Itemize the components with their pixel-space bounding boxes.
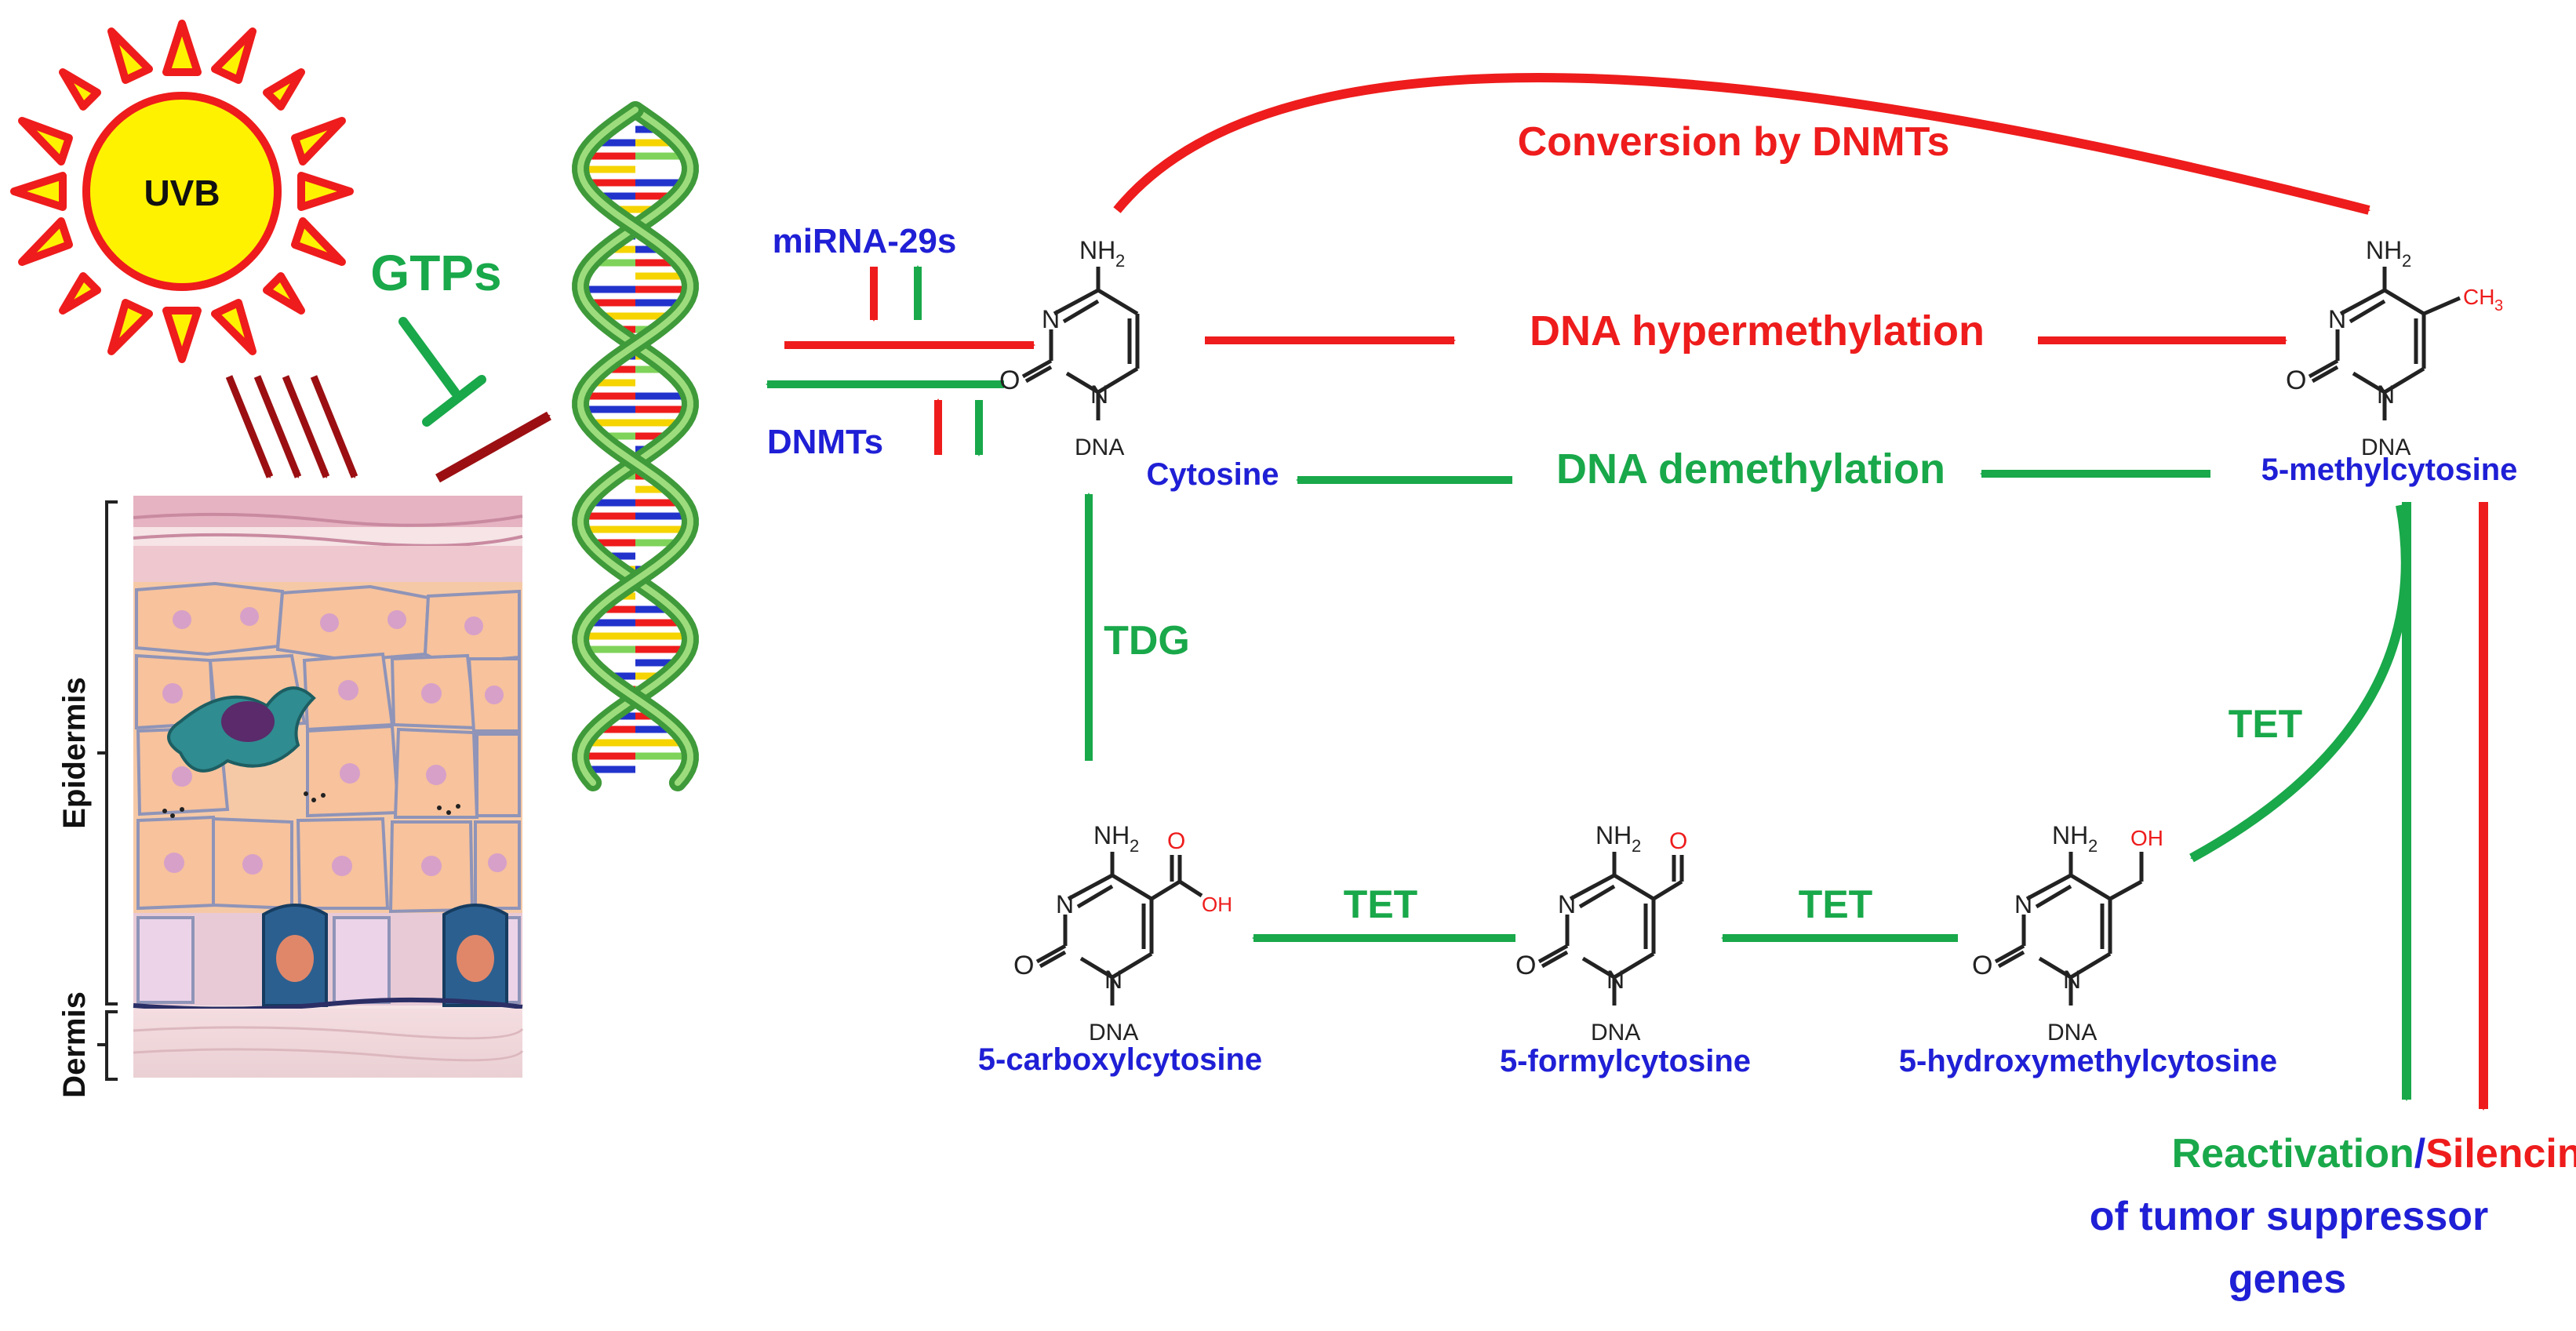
svg-text:N: N [2328, 305, 2346, 333]
svg-text:O: O [1013, 951, 1034, 980]
svg-text:O: O [999, 365, 1020, 395]
dna-backbone-strand [577, 107, 693, 786]
tet-label-right: TET [2229, 702, 2302, 746]
svg-text:DNA: DNA [2047, 1020, 2097, 1046]
svg-text:3: 3 [2494, 297, 2503, 315]
reactivation-label: Reactivation [2172, 1131, 2414, 1176]
outcome-line-1: Reactivation/Silencing [2172, 1131, 2576, 1176]
conversion-label: Conversion by DNMTs [1518, 119, 1950, 165]
carboxylcytosine-label: 5-carboxylcytosine [978, 1042, 1262, 1077]
outcome-slash: / [2414, 1131, 2425, 1176]
svg-text:OH: OH [1202, 893, 1232, 916]
methylcytosine-label: 5-methylcytosine [2261, 453, 2518, 487]
svg-text:N: N [1558, 890, 1576, 918]
svg-text:N: N [2063, 966, 2081, 994]
svg-text:O: O [1669, 828, 1687, 854]
svg-text:NH: NH [2366, 236, 2402, 264]
svg-text:2: 2 [2402, 251, 2411, 271]
svg-text:NH: NH [2052, 821, 2088, 849]
svg-text:DNA: DNA [2361, 435, 2410, 460]
conversion-by-dnmts-arrow [1113, 73, 2370, 215]
outcome-line-2: of tumor suppressor [2090, 1194, 2489, 1239]
svg-text:2: 2 [1130, 836, 1139, 856]
dna-helix-illustration [572, 101, 699, 791]
svg-text:NH: NH [1595, 821, 1632, 849]
formylcytosine-structure: NH 2 N N O O DNA [1515, 821, 1687, 1046]
hypermethylation-label: DNA hypermethylation [1530, 307, 1985, 355]
gtps-label: GTPs [370, 245, 501, 301]
gtps-inhibition-icon [398, 317, 486, 427]
hydroxymethylcytosine-label: 5-hydroxymethylcytosine [1899, 1044, 2277, 1078]
svg-text:N: N [1104, 966, 1122, 994]
hydroxymethylcytosine-structure: NH 2 N N O OH DNA [1972, 821, 2163, 1046]
tet-label-left: TET [1344, 882, 1417, 926]
outcome-line-3: genes [2229, 1256, 2346, 1302]
methylcytosine-structure: NH 2 N N O CH 3 DNA [2286, 236, 2503, 460]
svg-text:N: N [2377, 380, 2395, 409]
uv-rays [225, 375, 358, 478]
svg-text:N: N [1606, 966, 1625, 994]
svg-text:CH: CH [2463, 285, 2494, 309]
tet-curved-arrow [2189, 504, 2410, 863]
svg-text:2: 2 [1632, 836, 1641, 856]
tet-label-mid: TET [1799, 882, 1872, 926]
dermis-label: Dermis [57, 991, 92, 1098]
svg-text:2: 2 [1115, 251, 1125, 271]
svg-text:N: N [1042, 305, 1060, 333]
svg-text:O: O [1972, 951, 1992, 980]
skin-cross-section-illustration [133, 496, 524, 1078]
svg-text:NH: NH [1079, 236, 1115, 264]
svg-text:2: 2 [2088, 836, 2098, 856]
epidermis-label: Epidermis [57, 677, 92, 828]
svg-text:DNA: DNA [1089, 1020, 1138, 1046]
svg-text:N: N [1090, 380, 1108, 409]
uvb-sun-icon [10, 20, 354, 363]
svg-text:DNA: DNA [1075, 435, 1124, 460]
dnmts-label: DNMTs [767, 423, 883, 461]
tdg-label: TDG [1104, 618, 1190, 664]
carboxylcytosine-structure: NH 2 N N O O OH DNA [1013, 821, 1232, 1046]
cytosine-label: Cytosine [1147, 457, 1279, 492]
svg-text:OH: OH [2130, 826, 2163, 850]
uvb-label: UVB [144, 173, 220, 213]
svg-text:NH: NH [1093, 821, 1130, 849]
silencing-label: Silencing [2425, 1131, 2576, 1176]
skin-layer-brackets [97, 500, 118, 1081]
svg-text:O: O [2286, 365, 2306, 395]
svg-text:O: O [1515, 951, 1536, 980]
svg-text:O: O [1167, 828, 1185, 854]
dna-backbone-strand [577, 107, 693, 786]
skin-to-dna-arrow [435, 411, 551, 483]
mirna-29s-label: miRNA-29s [773, 222, 957, 260]
svg-text:N: N [1056, 890, 1074, 918]
demethylation-label: DNA demethylation [1556, 445, 1945, 493]
formylcytosine-label: 5-formylcytosine [1500, 1044, 1751, 1078]
svg-text:DNA: DNA [1591, 1020, 1640, 1046]
cytosine-structure: NH 2 N N O DNA [999, 236, 1140, 460]
svg-text:N: N [2014, 890, 2032, 918]
